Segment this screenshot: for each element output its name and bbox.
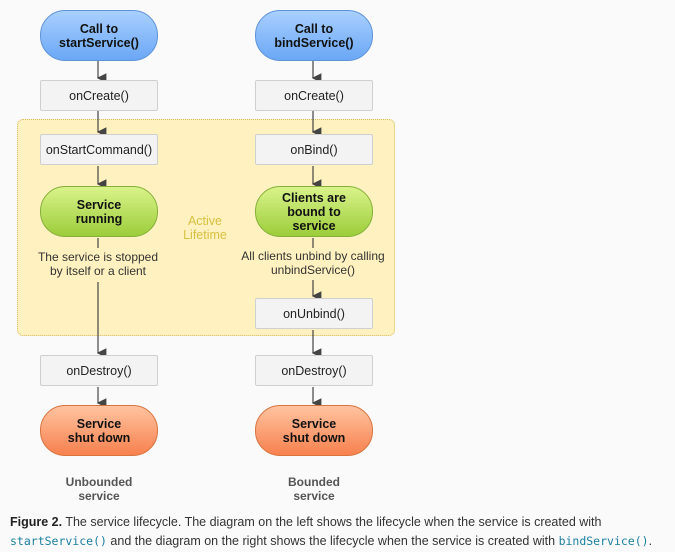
clients-bound-node: Clients are bound to service xyxy=(255,186,373,237)
start-service-node: Call to startService() xyxy=(40,10,158,61)
onunbind-node: onUnbind() xyxy=(255,298,373,329)
right-oncreate-node: onCreate() xyxy=(255,80,373,111)
active-lifetime-label: Active Lifetime xyxy=(183,214,227,242)
right-ondestroy-node: onDestroy() xyxy=(255,355,373,386)
left-ondestroy-node: onDestroy() xyxy=(40,355,158,386)
caption-text: The service lifecycle. The diagram on th… xyxy=(62,515,602,529)
right-unbind-note: All clients unbind by calling unbindServ… xyxy=(241,249,385,277)
figure-caption: Figure 2. The service lifecycle. The dia… xyxy=(10,513,670,551)
code-start-service: startService() xyxy=(10,534,107,548)
bounded-label: Bounded service xyxy=(288,475,340,503)
caption-text: . xyxy=(648,534,653,548)
caption-text: and the diagram on the right shows the l… xyxy=(106,534,559,548)
bind-service-node: Call to bindService() xyxy=(255,10,373,61)
service-running-node: Service running xyxy=(40,186,158,237)
onbind-node: onBind() xyxy=(255,134,373,165)
onstartcommand-node: onStartCommand() xyxy=(40,134,158,165)
left-stop-note: The service is stopped by itself or a cl… xyxy=(37,250,159,278)
left-oncreate-node: onCreate() xyxy=(40,80,158,111)
left-shutdown-node: Service shut down xyxy=(40,405,158,456)
unbounded-label: Unbounded service xyxy=(65,475,133,503)
right-shutdown-node: Service shut down xyxy=(255,405,373,456)
figure-number: Figure 2. xyxy=(10,515,63,529)
code-bind-service: bindService() xyxy=(558,534,649,548)
